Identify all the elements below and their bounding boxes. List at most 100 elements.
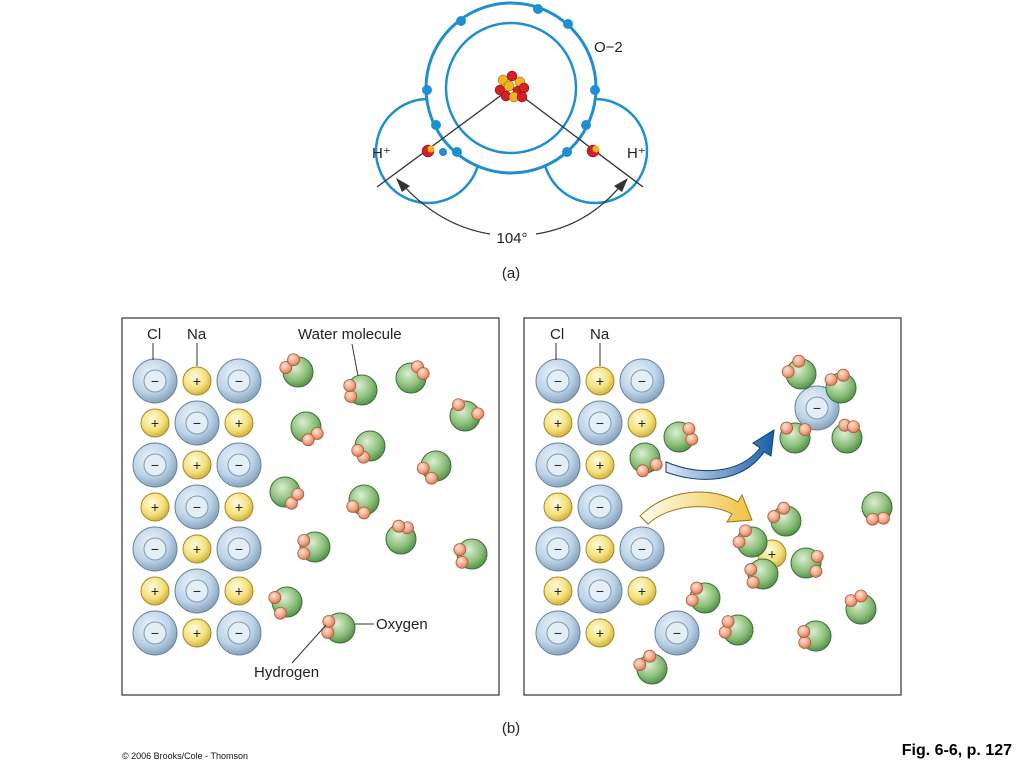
ion-charge-plus: + bbox=[193, 625, 201, 641]
label-hydrogen: Hydrogen bbox=[254, 664, 319, 681]
ion-charge-plus: + bbox=[193, 373, 201, 389]
ion-charge-plus: + bbox=[596, 373, 604, 389]
chloride-ion: − bbox=[535, 526, 581, 572]
ion-charge-minus: − bbox=[813, 400, 821, 416]
ion-charge-plus: + bbox=[596, 541, 604, 557]
label-hydrogen-ion-right: H⁺ bbox=[627, 145, 646, 162]
ion-charge-minus: − bbox=[638, 373, 646, 389]
water-molecule bbox=[385, 519, 417, 555]
dissolve-arrow-blue bbox=[665, 429, 775, 480]
ion-charge-plus: + bbox=[554, 583, 562, 599]
ion-charge-minus: − bbox=[235, 457, 243, 473]
sodium-ion: + bbox=[543, 576, 573, 606]
sodium-ion: + bbox=[585, 366, 615, 396]
ion-charge-plus: + bbox=[638, 583, 646, 599]
sodium-ion: + bbox=[585, 618, 615, 648]
water-molecule bbox=[779, 421, 812, 454]
chloride-ion: − bbox=[216, 610, 262, 656]
ion-charge-minus: − bbox=[151, 457, 159, 473]
chloride-ion: − bbox=[216, 358, 262, 404]
chloride-ion: − bbox=[216, 442, 262, 488]
water-molecule bbox=[844, 589, 877, 625]
water-molecule bbox=[343, 374, 378, 406]
sodium-ion: + bbox=[627, 576, 657, 606]
sodium-ion: + bbox=[585, 534, 615, 564]
sodium-ion: + bbox=[627, 408, 657, 438]
water-molecule bbox=[797, 620, 832, 652]
ion-charge-minus: − bbox=[596, 415, 604, 431]
ion-charge-plus: + bbox=[193, 541, 201, 557]
ion-charge-plus: + bbox=[235, 415, 243, 431]
label-hydrogen-ion-left: H⁺ bbox=[372, 145, 391, 162]
chloride-ion: − bbox=[174, 400, 220, 446]
water-molecule bbox=[453, 538, 488, 570]
water-molecule bbox=[767, 501, 802, 537]
water-molecule bbox=[685, 581, 721, 614]
label-water-molecule: Water molecule bbox=[298, 326, 402, 343]
water-molecule bbox=[290, 411, 324, 447]
sodium-ion: + bbox=[224, 492, 254, 522]
water-molecule bbox=[633, 649, 668, 685]
chloride-ion: − bbox=[132, 526, 178, 572]
chloride-ion: − bbox=[619, 358, 665, 404]
ion-charge-minus: − bbox=[151, 625, 159, 641]
ion-charge-plus: + bbox=[151, 415, 159, 431]
ion-charge-minus: − bbox=[193, 415, 201, 431]
ion-charge-minus: − bbox=[596, 583, 604, 599]
water-molecule bbox=[297, 531, 331, 563]
label-cl-right: Cl bbox=[550, 326, 564, 343]
label-oxygen: Oxygen bbox=[376, 616, 428, 633]
ion-charge-plus: + bbox=[554, 499, 562, 515]
angle-arrowhead-right bbox=[614, 178, 628, 192]
ion-charge-minus: − bbox=[235, 373, 243, 389]
electron bbox=[581, 120, 591, 130]
chloride-ion: − bbox=[174, 568, 220, 614]
ion-charge-minus: − bbox=[235, 625, 243, 641]
ion-charge-minus: − bbox=[554, 373, 562, 389]
water-molecule bbox=[629, 442, 663, 478]
water-molecule bbox=[279, 353, 314, 388]
ion-charge-plus: + bbox=[193, 457, 201, 473]
ion-charge-minus: − bbox=[151, 541, 159, 557]
water-molecule bbox=[395, 360, 430, 394]
sodium-ion: + bbox=[182, 534, 212, 564]
sodium-ion: + bbox=[140, 492, 170, 522]
chloride-ion: − bbox=[619, 526, 665, 572]
figure-reference: Fig. 6-6, p. 127 bbox=[901, 742, 1012, 759]
electron bbox=[439, 148, 447, 156]
leader-hydrogen bbox=[291, 624, 327, 664]
electron bbox=[563, 19, 573, 29]
electron bbox=[431, 120, 441, 130]
salt-crystal-right: −+−+−+−++−−+−+−+−+−−+ bbox=[535, 358, 840, 656]
sodium-ion: + bbox=[224, 576, 254, 606]
ion-charge-minus: − bbox=[596, 499, 604, 515]
ion-charge-minus: − bbox=[554, 541, 562, 557]
chloride-ion: − bbox=[132, 358, 178, 404]
sodium-ion: + bbox=[140, 576, 170, 606]
ion-charge-minus: − bbox=[193, 499, 201, 515]
electrons bbox=[422, 4, 600, 157]
chloride-ion: − bbox=[174, 484, 220, 530]
electron bbox=[422, 85, 432, 95]
electron bbox=[533, 4, 543, 14]
sodium-ion: + bbox=[585, 450, 615, 480]
chloride-ion: − bbox=[132, 442, 178, 488]
ion-charge-plus: + bbox=[768, 546, 776, 562]
sodium-ion: + bbox=[543, 492, 573, 522]
ion-charge-plus: + bbox=[596, 457, 604, 473]
dissolve-arrow-yellow bbox=[639, 491, 753, 525]
ion-charge-plus: + bbox=[235, 499, 243, 515]
label-na-right: Na bbox=[590, 326, 610, 343]
ion-charge-minus: − bbox=[151, 373, 159, 389]
electron bbox=[590, 85, 600, 95]
chloride-ion: − bbox=[794, 385, 840, 431]
chloride-ion: − bbox=[132, 610, 178, 656]
ion-charge-minus: − bbox=[193, 583, 201, 599]
ion-charge-minus: − bbox=[554, 625, 562, 641]
label-bond-angle: 104° bbox=[496, 230, 527, 247]
ion-charge-plus: + bbox=[554, 415, 562, 431]
ion-charge-minus: − bbox=[638, 541, 646, 557]
water-molecule bbox=[449, 398, 485, 432]
chloride-ion: − bbox=[577, 400, 623, 446]
